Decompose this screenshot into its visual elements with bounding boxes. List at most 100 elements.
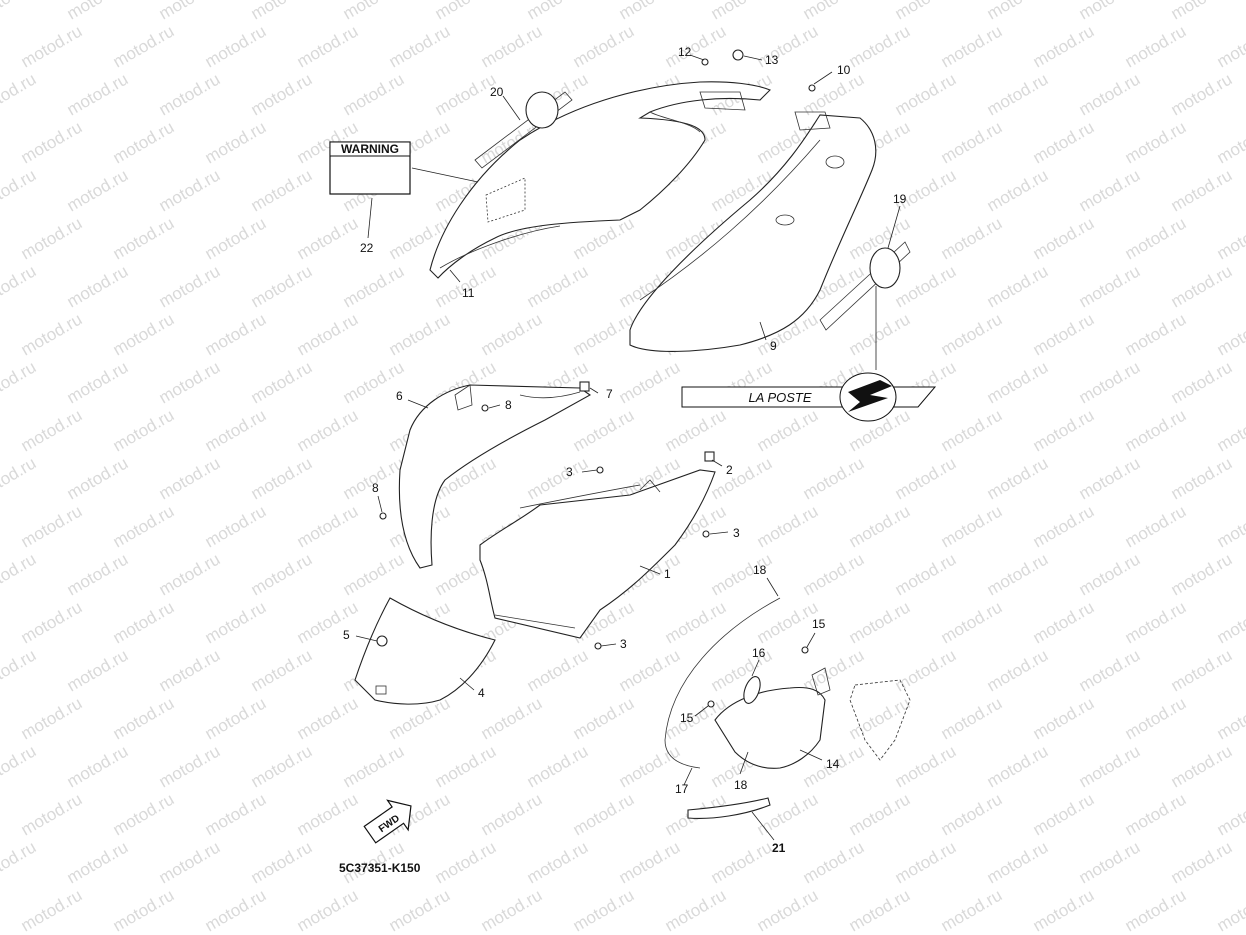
watermark-text: motod.ru xyxy=(110,405,178,455)
watermark-text: motod.ru xyxy=(294,405,362,455)
watermark-text: motod.ru xyxy=(0,741,39,791)
watermark-text: motod.ru xyxy=(18,789,86,839)
watermark-text: motod.ru xyxy=(892,453,960,503)
watermark-text: motod.ru xyxy=(570,309,638,359)
watermark-text: motod.ru xyxy=(938,309,1006,359)
watermark-text: motod.ru xyxy=(984,0,1052,23)
watermark-text: motod.ru xyxy=(202,213,270,263)
watermark-text: motod.ru xyxy=(1214,501,1246,551)
callout-8a: 8 xyxy=(505,398,512,412)
la-poste-text: LA POSTE xyxy=(748,390,811,405)
watermark-text: motod.ru xyxy=(386,21,454,71)
watermark-text: motod.ru xyxy=(800,549,868,599)
watermark-text: motod.ru xyxy=(64,549,132,599)
watermark-text: motod.ru xyxy=(616,357,684,407)
watermark-text: motod.ru xyxy=(110,597,178,647)
watermark-text: motod.ru xyxy=(662,21,730,71)
warning-label-text: WARNING xyxy=(341,142,399,156)
watermark-text: motod.ru xyxy=(570,21,638,71)
watermark-text: motod.ru xyxy=(938,789,1006,839)
watermark-text: motod.ru xyxy=(892,0,960,23)
watermark-text: motod.ru xyxy=(202,21,270,71)
watermark-text: motod.ru xyxy=(1030,21,1098,71)
watermark-text: motod.ru xyxy=(64,261,132,311)
watermark-text: motod.ru xyxy=(938,885,1006,935)
watermark-text: motod.ru xyxy=(248,261,316,311)
watermark-text: motod.ru xyxy=(524,261,592,311)
watermark-text: motod.ru xyxy=(616,0,684,23)
watermark-text: motod.ru xyxy=(156,453,224,503)
callout-2: 2 xyxy=(726,463,733,477)
watermark-text: motod.ru xyxy=(64,0,132,23)
watermark-text: motod.ru xyxy=(1076,837,1144,887)
watermark-text: motod.ru xyxy=(64,645,132,695)
watermark-text: motod.ru xyxy=(248,645,316,695)
callout-15a: 15 xyxy=(812,617,826,631)
watermark-text: motod.ru xyxy=(846,309,914,359)
watermark-text: motod.ru xyxy=(846,501,914,551)
watermark-text: motod.ru xyxy=(1076,0,1144,23)
part-17-hose xyxy=(664,597,781,769)
callout-22: 22 xyxy=(360,241,374,255)
watermark-text: motod.ru xyxy=(846,21,914,71)
watermark-text: motod.ru xyxy=(478,309,546,359)
part-20-decal xyxy=(474,91,573,169)
watermark-text: motod.ru xyxy=(1214,21,1246,71)
watermark-text: motod.ru xyxy=(64,741,132,791)
callout-17: 17 xyxy=(675,782,689,796)
callout-18b: 18 xyxy=(734,778,748,792)
watermark-text: motod.ru xyxy=(984,837,1052,887)
watermark-text: motod.ru xyxy=(892,741,960,791)
watermark-text: motod.ru xyxy=(1030,213,1098,263)
part-21-molding xyxy=(687,797,771,819)
watermark-text: motod.ru xyxy=(248,357,316,407)
watermark-text: motod.ru xyxy=(64,357,132,407)
watermark-text: motod.ru xyxy=(662,597,730,647)
callout-16: 16 xyxy=(752,646,766,660)
watermark-text: motod.ru xyxy=(616,645,684,695)
watermark-text: motod.ru xyxy=(248,741,316,791)
watermark-text: motod.ru xyxy=(64,69,132,119)
watermark-text: motod.ru xyxy=(248,453,316,503)
watermark-text: motod.ru xyxy=(1030,309,1098,359)
watermark-text: motod.ru xyxy=(386,885,454,935)
warning-label: WARNING xyxy=(329,141,411,195)
watermark-text: motod.ru xyxy=(708,0,776,23)
watermark-text: motod.ru xyxy=(202,501,270,551)
watermark-text: motod.ru xyxy=(340,453,408,503)
watermark-text: motod.ru xyxy=(846,885,914,935)
watermark-text: motod.ru xyxy=(156,69,224,119)
watermark-text: motod.ru xyxy=(984,357,1052,407)
watermark-text: motod.ru xyxy=(18,405,86,455)
watermark-text: motod.ru xyxy=(340,261,408,311)
watermark-text: motod.ru xyxy=(340,69,408,119)
watermark-text: motod.ru xyxy=(340,549,408,599)
watermark-text: motod.ru xyxy=(1030,885,1098,935)
watermark-text: motod.ru xyxy=(110,117,178,167)
watermark-text: motod.ru xyxy=(1168,549,1236,599)
watermark-text: motod.ru xyxy=(110,21,178,71)
watermark-text: motod.ru xyxy=(202,693,270,743)
part-1-lower-side-cover xyxy=(479,469,716,639)
watermark-text: motod.ru xyxy=(708,837,776,887)
clip-2 xyxy=(704,451,715,462)
watermark-text: motod.ru xyxy=(248,69,316,119)
watermark-text: motod.ru xyxy=(892,261,960,311)
watermark-text: motod.ru xyxy=(846,789,914,839)
watermark-text: motod.ru xyxy=(110,309,178,359)
watermark-text: motod.ru xyxy=(1122,213,1190,263)
callout-9: 9 xyxy=(770,339,777,353)
watermark-text: motod.ru xyxy=(1030,117,1098,167)
watermark-text: motod.ru xyxy=(892,549,960,599)
callout-3b: 3 xyxy=(733,526,740,540)
callout-15b: 15 xyxy=(680,711,694,725)
watermark-text: motod.ru xyxy=(156,357,224,407)
watermark-text: motod.ru xyxy=(0,837,39,887)
watermark-text: motod.ru xyxy=(1214,213,1246,263)
callout-10: 10 xyxy=(837,63,851,77)
watermark-text: motod.ru xyxy=(248,165,316,215)
diagram-code: 5C37351-K150 xyxy=(339,861,421,875)
watermark-text: motod.ru xyxy=(1214,309,1246,359)
watermark-text: motod.ru xyxy=(1076,741,1144,791)
